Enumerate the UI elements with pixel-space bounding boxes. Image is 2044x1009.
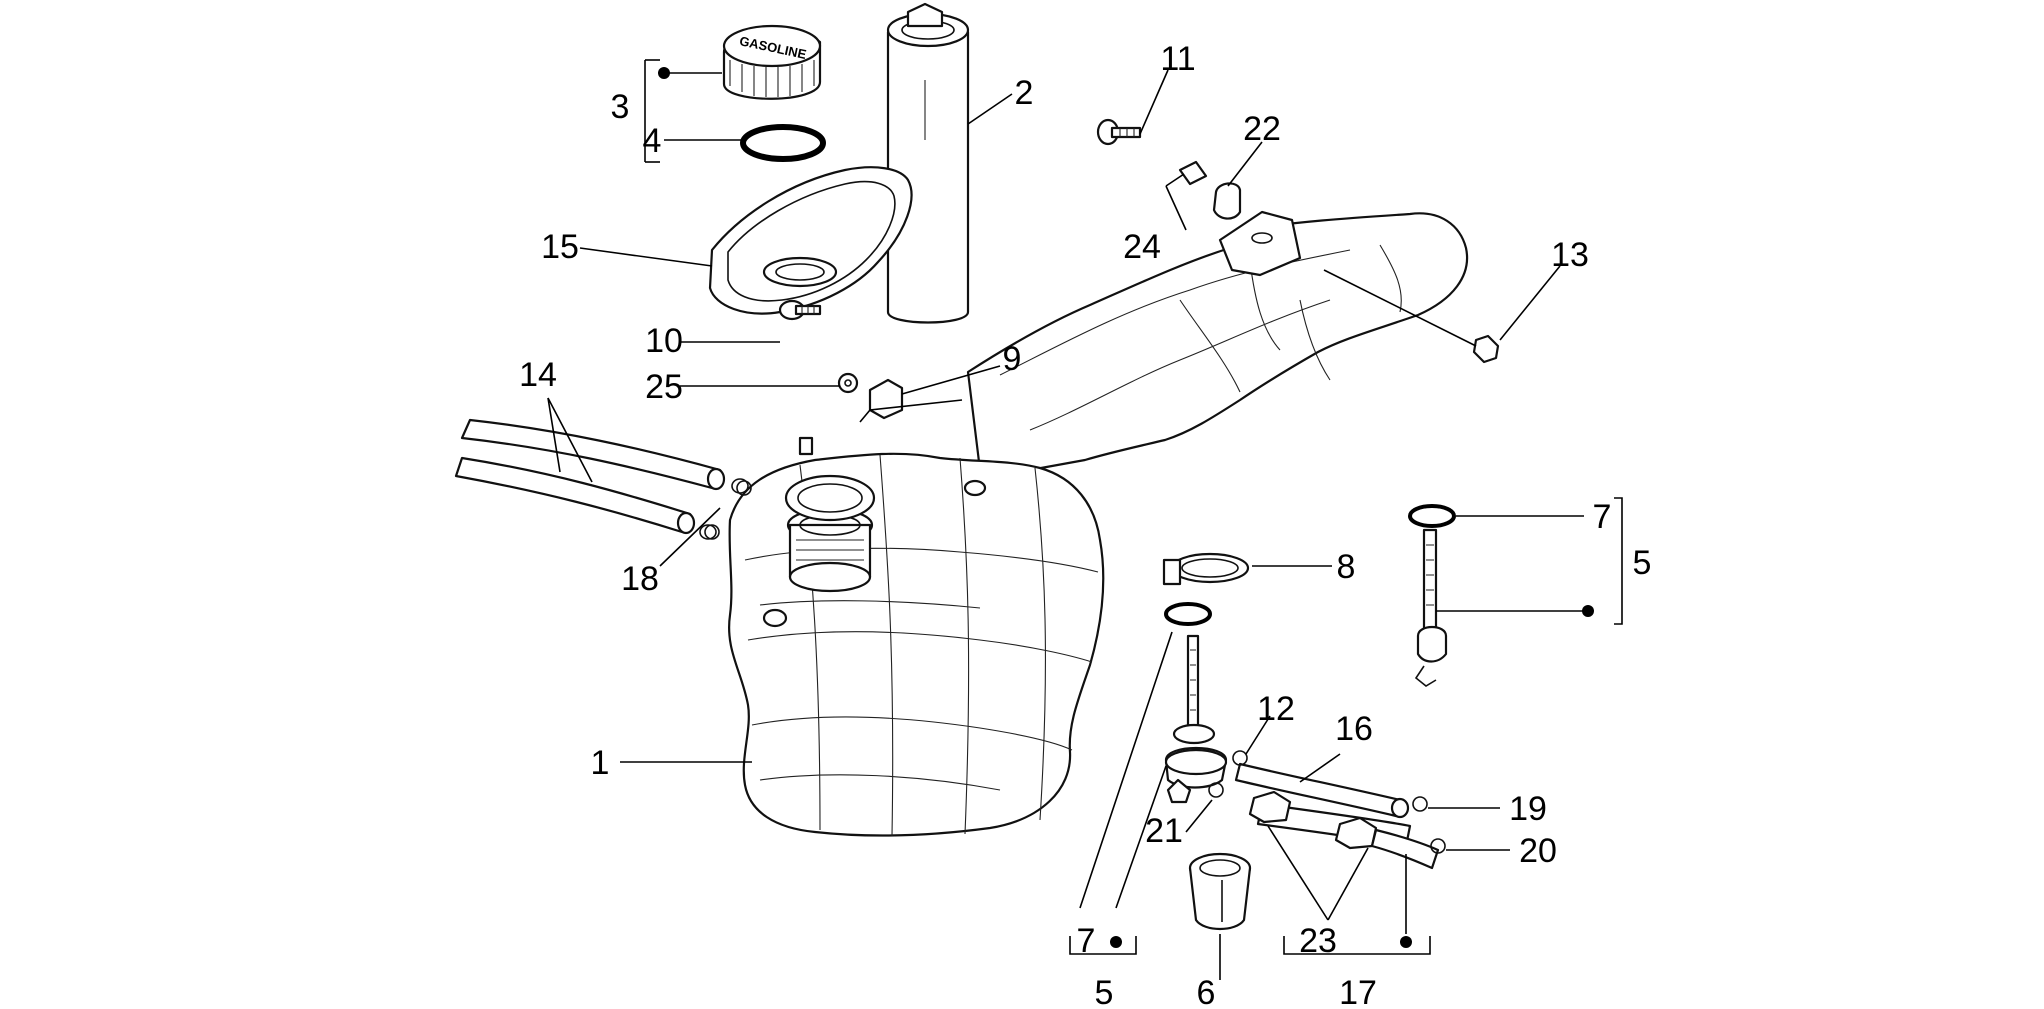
callout-7-right: 7: [1593, 498, 1612, 536]
hose-clip-21: [1208, 782, 1224, 798]
callout-3: 3: [611, 88, 630, 126]
callout-8: 8: [1337, 548, 1356, 586]
callout-15: 15: [541, 228, 579, 266]
callout-14: 14: [519, 356, 557, 394]
clip-9: [868, 378, 904, 420]
callout-6: 6: [1197, 974, 1216, 1009]
callout-25: 25: [645, 368, 683, 406]
callout-12: 12: [1257, 690, 1295, 728]
callout-10: 10: [645, 322, 683, 360]
nut-13: [1472, 334, 1500, 364]
reference-dots: [658, 67, 1594, 948]
callout-21: 21: [1145, 812, 1183, 850]
callout-18: 18: [621, 560, 659, 598]
fuel-level-sender: [1408, 504, 1456, 687]
bracket-22: [1212, 182, 1242, 220]
callout-2: 2: [1015, 74, 1034, 112]
callout-5-right: 5: [1633, 544, 1652, 582]
fuel-cap: GASOLINE: [722, 24, 822, 100]
callout-13: 13: [1551, 236, 1589, 274]
leader-lines: [547, 59, 1623, 980]
fuel-tank: [728, 210, 1469, 837]
callout-numbers: 1 2 3 4 5 5 6 7 7 8 9 10 11 12 13 14 15 …: [519, 40, 1651, 1009]
hose-clip-12: [1232, 750, 1248, 766]
filler-tray: [708, 166, 913, 315]
callout-23: 23: [1299, 922, 1337, 960]
breather-hoses: [454, 418, 749, 540]
fuel-hose-16: [1234, 762, 1410, 819]
callout-16: 16: [1335, 710, 1373, 748]
o-ring-7-lower: [1164, 602, 1212, 626]
holder-6: [1188, 852, 1252, 931]
callout-1: 1: [591, 744, 610, 782]
callout-7-bottom: 7: [1077, 922, 1096, 960]
spacer-24: [1178, 160, 1208, 186]
callout-4: 4: [643, 122, 662, 160]
callout-9: 9: [1003, 340, 1022, 378]
fuel-hose-17: [1248, 790, 1440, 870]
fuel-tap: [1164, 634, 1228, 804]
filler-tube: [886, 2, 970, 324]
bolt-11: [1096, 118, 1142, 146]
callout-20: 20: [1519, 832, 1557, 870]
callout-22: 22: [1243, 110, 1281, 148]
bolt-10: [778, 299, 822, 321]
cap-o-ring: [740, 124, 826, 162]
hose-clip-18b: [704, 524, 720, 540]
callout-19: 19: [1509, 790, 1547, 828]
callout-5-bottom: 5: [1095, 974, 1114, 1009]
washer-25: [837, 372, 859, 394]
hose-clip-19: [1412, 796, 1428, 812]
callout-11: 11: [1160, 40, 1195, 78]
callout-17: 17: [1339, 974, 1377, 1009]
hose-clip-18a: [736, 480, 752, 496]
hose-clip-20: [1430, 838, 1446, 854]
clamp-8: [1162, 552, 1250, 586]
callout-24: 24: [1123, 228, 1161, 266]
